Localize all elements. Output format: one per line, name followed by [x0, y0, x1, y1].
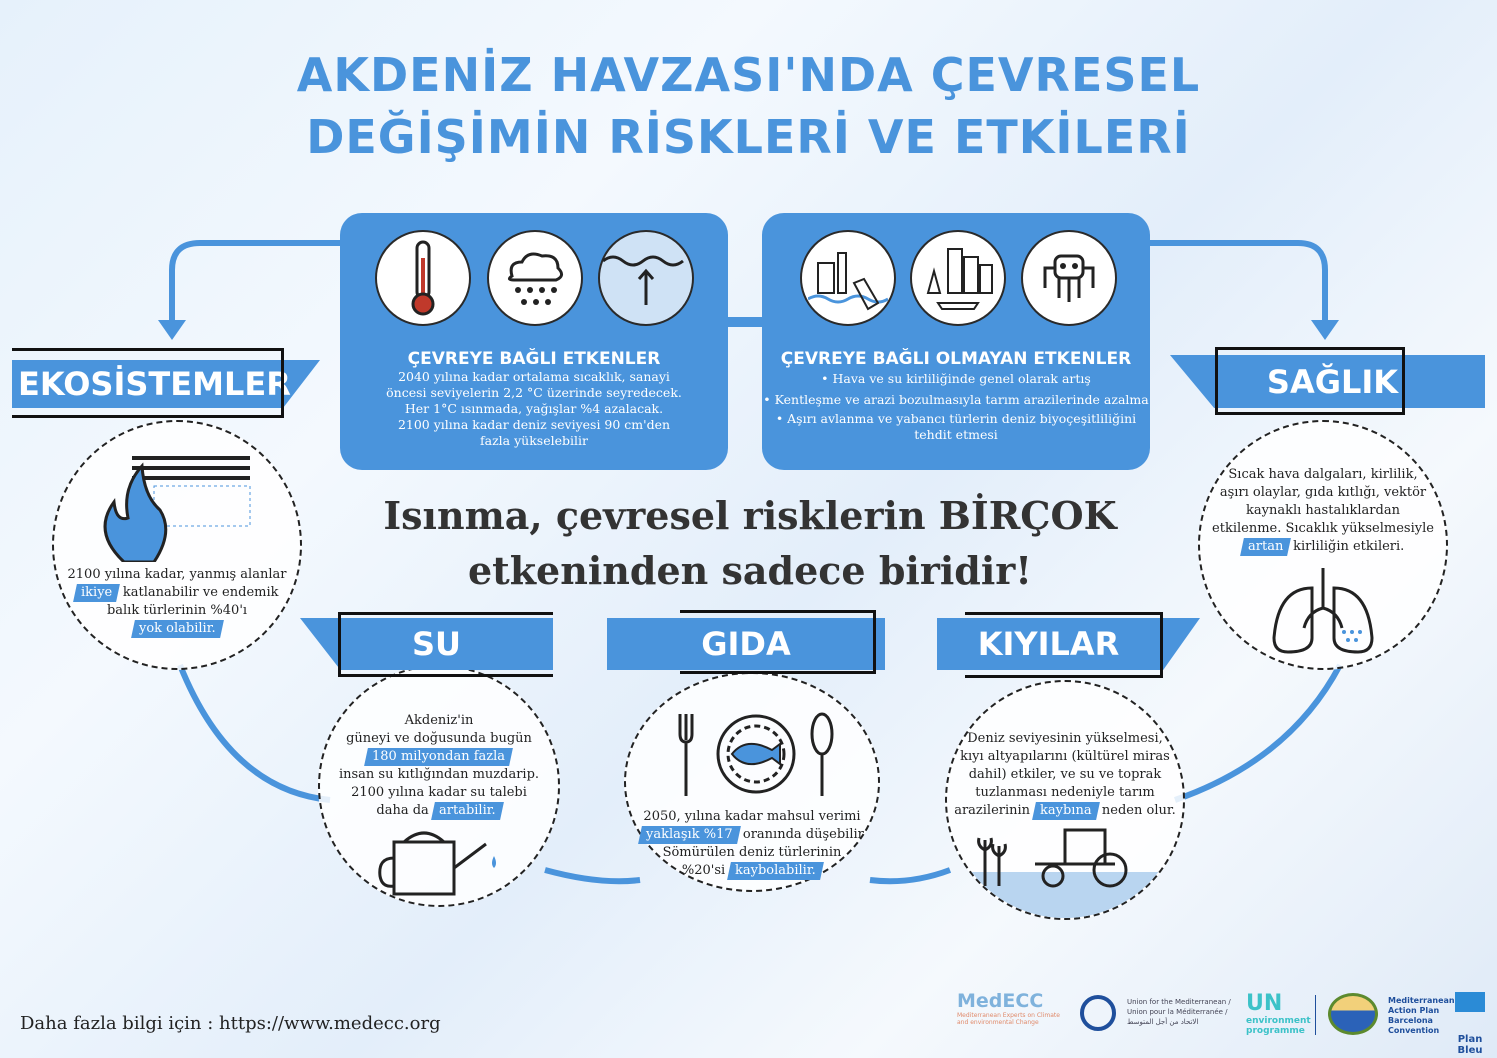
saglik-label: SAĞLIK — [1170, 355, 1485, 408]
map-emblem — [1328, 993, 1378, 1035]
unep-logo: UN environment programme — [1246, 991, 1311, 1037]
kiyilar-label: KIYILAR — [937, 618, 1200, 670]
ufm-text: Union for the Mediterranean / Union pour… — [1127, 998, 1231, 1026]
gida-text: 2050, yılına kadar mahsul verimi — [643, 809, 861, 824]
panel-line: tehdit etmesi — [914, 427, 998, 442]
panel-line: fazla yükselebilir — [480, 433, 588, 448]
pollution-icon — [800, 230, 896, 326]
gida-label: GIDA — [607, 618, 885, 670]
map-text: Mediterranean Action Plan Barcelona Conv… — [1388, 996, 1455, 1035]
label-outline — [338, 612, 553, 677]
title-line-2: DEĞİŞİMİN RİSKLERİ VE ETKİLERİ — [306, 110, 1191, 164]
label-outline — [680, 610, 876, 674]
title-line-1: AKDENİZ HAVZASI'NDA ÇEVRESEL — [296, 48, 1201, 102]
highlight: yok olabilir. — [130, 620, 224, 638]
ufm-logo — [1080, 995, 1116, 1031]
kiyilar-text: dahil) etkiler, ve su ve toprak — [968, 767, 1162, 782]
highlight: kaybolabilir. — [727, 862, 825, 880]
invasive-species-icon — [1021, 230, 1117, 326]
urbanization-icon — [910, 230, 1006, 326]
panel-line: 2040 yılına kadar ortalama sıcaklık, san… — [398, 369, 670, 384]
panel-heading: ÇEVREYE BAĞLI ETKENLER — [407, 349, 661, 369]
plate-fish-icon — [678, 712, 834, 796]
kiyilar-text: kıyı altyapılarını (kültürel miras — [960, 749, 1170, 764]
panel-line: • Aşırı avlanma ve yabancı türlerin deni… — [775, 411, 1137, 426]
label-outline — [12, 348, 284, 418]
panel-line: Her 1°C ısınmada, yağışlar %4 azalacak. — [404, 401, 664, 416]
saglik-text: aşırı olaylar, gıda kıtlığı, vektör — [1219, 485, 1427, 500]
plan-bleu-logo: Plan Bleu — [1455, 992, 1485, 1056]
highlight: artan — [1239, 538, 1291, 556]
saglik-circle: Sıcak hava dalgaları, kirlilik, aşırı ol… — [1198, 420, 1448, 670]
saglik-text: Sıcak hava dalgaları, kirlilik, — [1228, 467, 1418, 482]
medecc-logo: MedECC Mediterranean Experts on Climate … — [957, 990, 1060, 1026]
central-message-line-2: etkeninden sadece biridir! — [467, 548, 1032, 593]
central-message-line-1: Isınma, çevresel risklerin BİRÇOK — [383, 493, 1117, 538]
ekosistemler-circle: 2100 yılına kadar, yanmış alanlar ikiye … — [52, 420, 302, 670]
lungs-icon — [1272, 568, 1374, 654]
su-text: 2100 yılına kadar su talebi — [351, 785, 527, 800]
su-circle: Akdeniz'in güneyi ve doğusunda bugün 180… — [318, 665, 560, 907]
panel-line: 2100 yılına kadar deniz seviyesi 90 cm'd… — [397, 417, 671, 432]
highlight: yaklaşık %17 — [638, 826, 741, 844]
ekosistemler-text: 2100 yılına kadar, yanmış alanlar — [67, 567, 287, 582]
kiyilar-text: Deniz seviyesinin yükselmesi, — [967, 731, 1163, 746]
saglik-text: kaynaklı hastalıklardan — [1246, 503, 1400, 518]
highlight: 180 milyondan fazla — [364, 748, 514, 766]
fire-fish-icon — [103, 456, 251, 562]
tractor-crops-icon — [977, 828, 1128, 888]
highlight: ikiye — [73, 584, 121, 602]
more-info-link[interactable]: Daha fazla bilgi için : https://www.mede… — [20, 1013, 441, 1034]
panel-line: • Kentleşme ve arazi bozulmasıyla tarım … — [763, 392, 1149, 407]
label-outline — [1215, 347, 1405, 415]
thermometer-icon — [375, 230, 471, 326]
ekosistemler-label: EKOSİSTEMLER — [12, 360, 320, 408]
su-text: Akdeniz'in — [404, 713, 474, 728]
kiyilar-text: tuzlanması nedeniyle tarım — [975, 785, 1155, 800]
su-label: SU — [300, 618, 553, 670]
label-outline — [965, 612, 1163, 678]
su-text: insan su kıtlığından muzdarip. — [338, 767, 540, 782]
panel-heading: ÇEVREYE BAĞLI OLMAYAN ETKENLER — [780, 349, 1132, 369]
highlight: artabilir. — [431, 802, 504, 820]
sea-level-rise-icon — [598, 230, 694, 326]
rain-cloud-icon — [487, 230, 583, 326]
divider — [1315, 995, 1316, 1035]
watering-can-icon — [378, 831, 496, 896]
su-text: güneyi ve doğusunda bugün — [346, 731, 532, 746]
gida-text: Sömürülen deniz türlerinin — [662, 845, 842, 860]
ekosistemler-text: balık türlerinin %40'ı — [106, 603, 248, 618]
kiyilar-circle: Deniz seviyesinin yükselmesi, kıyı altya… — [945, 680, 1185, 920]
gida-circle: 2050, yılına kadar mahsul verimi yaklaşı… — [624, 672, 880, 892]
panel-line: öncesi seviyelerin 2,2 °C üzerinde seyre… — [386, 385, 682, 400]
saglik-text: etkilenme. Sıcaklık yükselmesiyle — [1212, 521, 1434, 536]
panel-line: • Hava ve su kirliliğinde genel olarak a… — [821, 371, 1091, 386]
